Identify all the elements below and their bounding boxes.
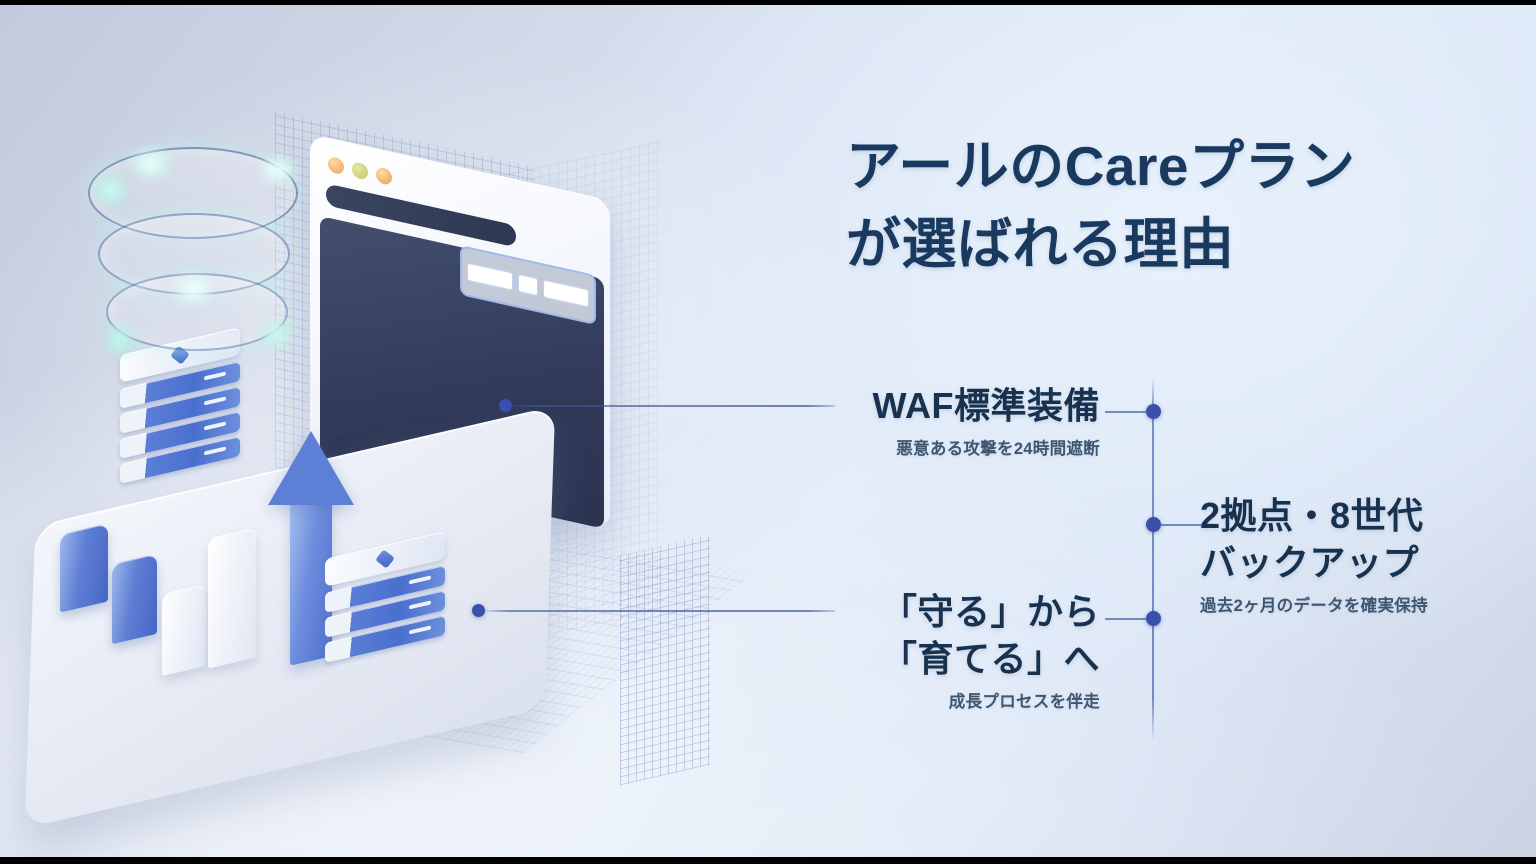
leader-line-waf (505, 405, 835, 407)
headline-line-1: アールのCareプラン (846, 135, 1356, 197)
feature-title-grow-line-2: 「育てる」へ (880, 637, 1100, 679)
ring-glow-spot (128, 153, 174, 175)
leader-line-grow (480, 610, 835, 612)
hero-illustration (20, 111, 780, 829)
page-title: アールのCareプラン が選ばれる理由 (846, 127, 1466, 283)
timeline-tick (1105, 410, 1147, 413)
leader-dot-waf (499, 399, 512, 412)
slide-canvas: アールのCareプラン が選ばれる理由 WAF標準装備 悪意ある攻撃を24時間遮… (0, 5, 1536, 857)
leader-dot-grow (472, 604, 485, 617)
feature-timeline (1105, 377, 1202, 741)
ring-glow-spot (258, 159, 298, 181)
feature-item-waf: WAF標準装備 悪意ある攻撃を24時間遮断 (740, 383, 1100, 462)
browser-dot-maximize-icon (376, 166, 392, 186)
chart-bar-4 (208, 527, 256, 669)
server-rack-top-icon (120, 327, 240, 484)
letterbox-bottom-bar (0, 857, 1536, 864)
chart-bar-3 (162, 583, 206, 677)
ring-glow-spot (170, 277, 216, 301)
feature-item-backup: 2拠点・8世代 バックアップ 過去2ヶ月のデータを確実保持 (1200, 493, 1500, 618)
feature-subtitle-waf: 悪意ある攻撃を24時間遮断 (896, 439, 1100, 458)
letterbox-top-bar (0, 0, 1536, 5)
feature-title-waf: WAF標準装備 (872, 385, 1100, 426)
browser-dot-close-icon (328, 155, 344, 176)
timeline-node-backup (1146, 517, 1202, 532)
browser-dot-minimize-icon (352, 161, 368, 181)
chart-bar-2 (112, 553, 157, 645)
toolbar-button-2 (517, 273, 539, 297)
feature-title-backup-line-2: バックアップ (1200, 541, 1420, 583)
timeline-node-waf (1105, 404, 1161, 419)
growth-arrow-icon (268, 427, 354, 666)
feature-title-backup-line-1: 2拠点・8世代 (1200, 495, 1424, 536)
ring-glow-spot (262, 321, 292, 347)
feature-item-grow: 「守る」から 「育てる」へ 成長プロセスを伴走 (740, 589, 1100, 714)
timeline-tick (1160, 523, 1202, 526)
feature-subtitle-backup: 過去2ヶ月のデータを確実保持 (1200, 596, 1428, 615)
feature-title-grow-line-1: 「守る」から (880, 591, 1100, 632)
toolbar-button-1 (467, 262, 513, 291)
timeline-spine (1152, 377, 1154, 741)
mesh-column-icon (620, 534, 710, 786)
ring-glow-spot (104, 327, 134, 353)
chart-bar-1 (60, 523, 108, 613)
server-rack-bottom-icon (325, 531, 445, 663)
timeline-node-grow (1105, 611, 1161, 626)
feature-subtitle-grow: 成長プロセスを伴走 (948, 692, 1100, 711)
headline-line-2: が選ばれる理由 (846, 213, 1235, 276)
ring-glow-spot (94, 177, 128, 203)
toolbar-button-3 (543, 279, 590, 308)
timeline-tick (1105, 617, 1147, 620)
arrow-head (268, 431, 354, 505)
